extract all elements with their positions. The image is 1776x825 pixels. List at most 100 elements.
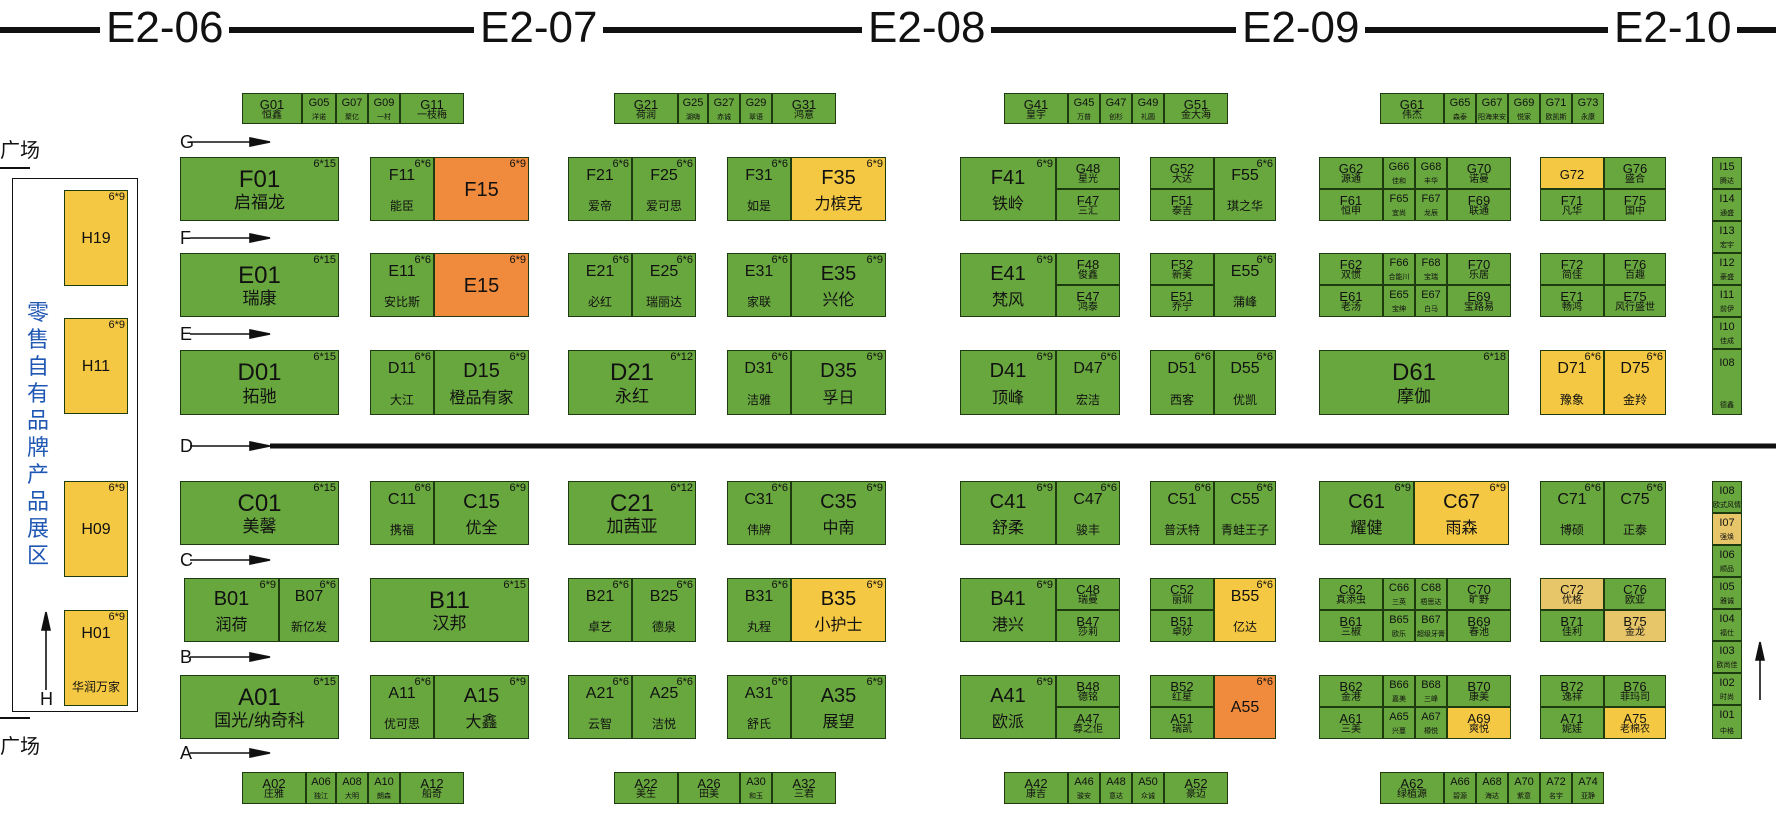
booth-g72[interactable]: G72 bbox=[1540, 157, 1604, 189]
